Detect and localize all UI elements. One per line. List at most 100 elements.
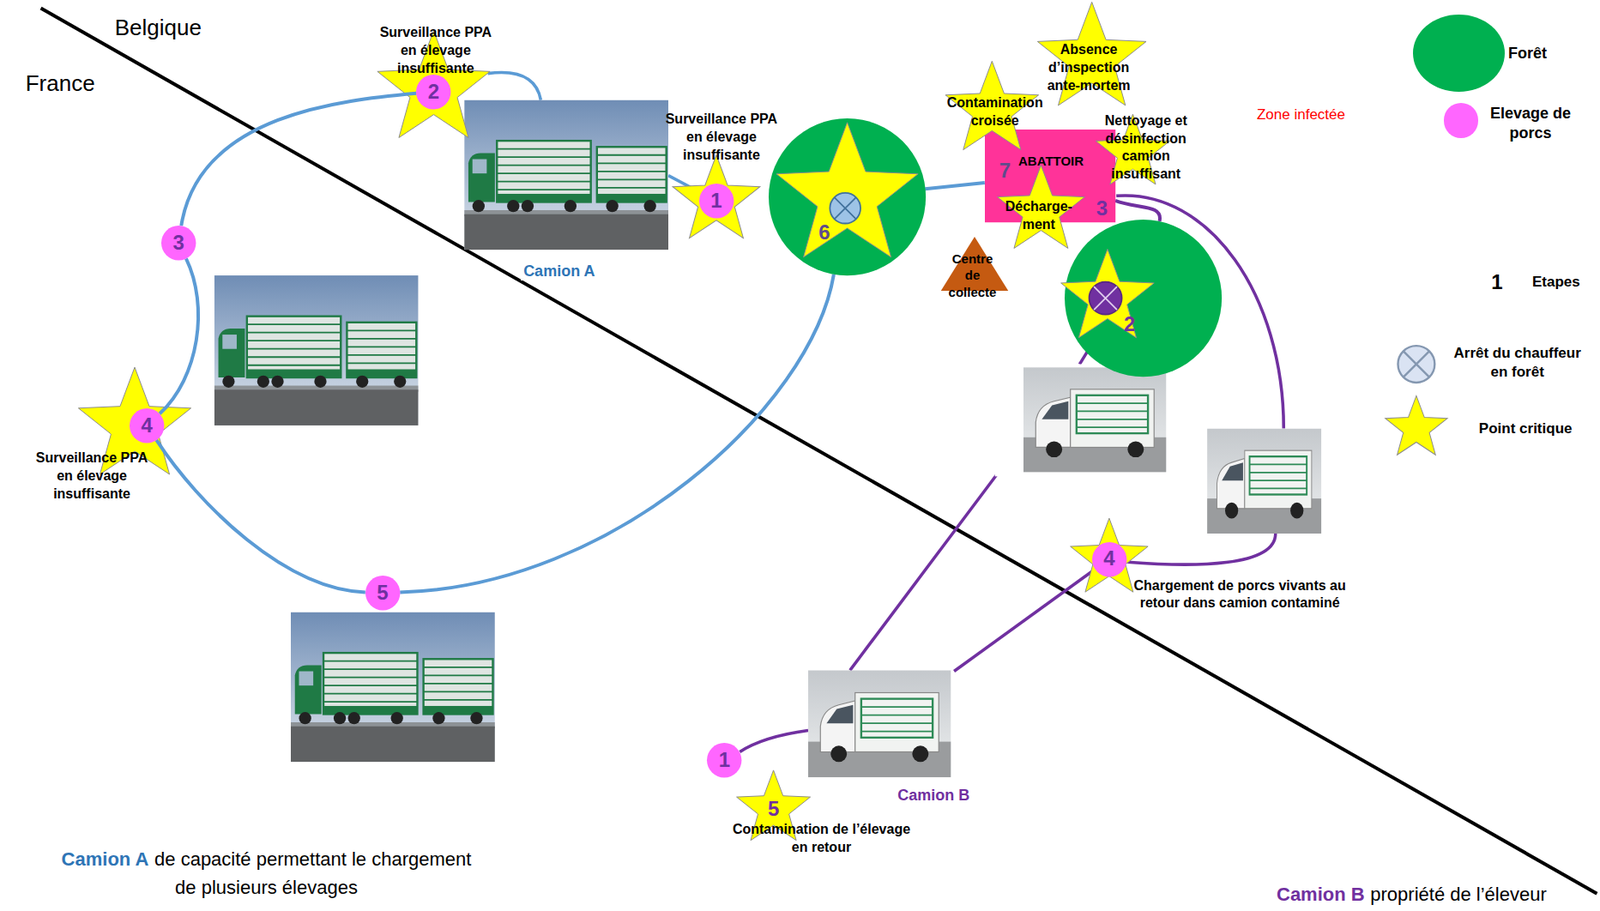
forest: 6 (768, 118, 926, 276)
critical-point-note: Surveillance PPA en élevage insuffisante (374, 24, 497, 78)
legend-label-holder: Etapes (1532, 272, 1581, 292)
slaughterhouse-label-holder: 7 (999, 158, 1011, 184)
infected-zone-label: Zone infectée (1256, 106, 1346, 124)
truck-name-holder: Camion B (894, 786, 973, 806)
critical-point-note-holder: Contamination croisée (943, 94, 1047, 131)
forest-shape-part (1093, 286, 1117, 310)
pig-farm-label: 4 (141, 413, 153, 439)
truck-name: Camion A (520, 262, 598, 282)
truck-photo (290, 612, 496, 763)
critical-point-note: Surveillance PPA en élevage insuffisante (660, 110, 783, 164)
van-route-part (739, 730, 809, 753)
forest-shape-part (776, 122, 918, 258)
pig-farm-label: 1 (710, 188, 722, 214)
truck-name-holder: Camion A (520, 262, 598, 282)
legend-label-holder: Point critique (1479, 419, 1573, 439)
forest-shape (1064, 219, 1222, 377)
country-name-holder: France (25, 70, 96, 97)
legend-sample-number-holder: 1 (1491, 270, 1503, 296)
critical-point-note: Surveillance PPA en élevage insuffisante (30, 449, 153, 503)
critical-point-note-holder: Absence d’inspection ante-mortem (1041, 41, 1136, 95)
legend-label: Point critique (1479, 419, 1573, 439)
pig-farm: 2 (416, 74, 451, 109)
critical-point-note-holder: Surveillance PPA en élevage insuffisante (374, 24, 497, 78)
pig-farm-shape-part (416, 74, 451, 109)
critical-point-note-holder: Nettoyage et désinfection camion insuffi… (1101, 112, 1191, 184)
pig-farm-label: 3 (172, 230, 184, 256)
truck-name: Camion A (61, 848, 150, 870)
legend-label-holder: Arrêt du chauffeur en forêt (1449, 344, 1586, 382)
slaughterhouse-label: ABATTOIR (1018, 153, 1084, 170)
collection-centre-label-holder: Centre de collecte (946, 250, 998, 302)
truck-description: Camion Bpropriété de l’éleveur (1276, 880, 1547, 909)
legend-label: Arrêt du chauffeur en forêt (1449, 344, 1586, 382)
legend-sample-number: 1 (1491, 270, 1503, 296)
forest-label-holder: 6 (818, 220, 830, 246)
pig-farm-shape-part (706, 742, 742, 778)
slaughterhouse-label-holder: ABATTOIR (1018, 153, 1084, 170)
legend-label: Forêt (1508, 43, 1547, 64)
pig-farm-label-holder: 4 (1103, 546, 1115, 572)
forest-label: 6 (818, 220, 830, 246)
critical-point-note-holder: Contamination de l’élevage en retour (727, 821, 915, 858)
van-route-part (953, 569, 1095, 672)
truck-description: Camion Ade capacité permettant le charge… (54, 845, 479, 902)
forest-shape (768, 118, 926, 276)
legend-label-holder: Elevage de porcs (1482, 103, 1579, 143)
country-name: France (25, 70, 96, 97)
legend-stop-symbol-part (1403, 350, 1430, 377)
legend-label: Etapes (1532, 272, 1581, 292)
pig-farm: 4 (129, 408, 164, 443)
critical-point-note: Absence d’inspection ante-mortem (1041, 41, 1136, 95)
critical-point-note: Nettoyage et désinfection camion insuffi… (1101, 112, 1191, 184)
critical-point-note-holder: Surveillance PPA en élevage insuffisante (30, 449, 153, 503)
pig-farm: 1 (699, 183, 734, 218)
critical-point-note: Contamination croisée (943, 94, 1047, 131)
critical-point-note-holder: Surveillance PPA en élevage insuffisante (660, 110, 783, 164)
truck-route-part (488, 72, 542, 100)
callout-number: 5 (767, 796, 779, 822)
critical-point-note: Chargement de porcs vivants au retour da… (1127, 577, 1353, 614)
van-photo (808, 670, 952, 778)
forest-shape-part (833, 197, 856, 219)
forest-shape-part (1088, 281, 1122, 314)
forest-label-holder: 2 (1123, 312, 1136, 338)
border-line (41, 8, 1598, 894)
photo-frame (995, 364, 1195, 477)
collection-centre: Centre de collecte (936, 236, 1011, 308)
pig-farm: 1 (706, 742, 742, 778)
truck-photo (464, 100, 669, 251)
route-line (924, 182, 985, 189)
pig-farm-label: 5 (376, 580, 388, 606)
truck-photo (214, 275, 419, 426)
pig-farm-label: 2 (428, 79, 440, 105)
van-route-part (850, 474, 997, 671)
slaughterhouse-label: 7 (999, 158, 1011, 184)
critical-star (672, 155, 761, 239)
country-name-holder: Belgique (114, 14, 202, 42)
slaughterhouse-label: 3 (1096, 196, 1108, 222)
legend-swatch (1443, 102, 1479, 138)
pig-farm-label-holder: 3 (172, 230, 184, 256)
critical-star (1037, 1, 1147, 105)
critical-point-note-holder: Chargement de porcs vivants au retour da… (1127, 577, 1353, 614)
pig-farm-shape-part (161, 225, 196, 260)
truck-name: Camion B (894, 786, 973, 806)
legend-label: Elevage de porcs (1482, 103, 1579, 143)
critical-point-note-holder: Décharge- ment (1002, 198, 1076, 235)
forest-shape-part (829, 193, 861, 224)
infected-zone-shape-part (682, 34, 1455, 405)
legend-swatch (1412, 14, 1505, 92)
route-line (1115, 200, 1160, 222)
callout-number-holder: 5 (767, 796, 779, 822)
pig-farm: 3 (161, 225, 196, 260)
slaughterhouse-label-holder: 3 (1096, 196, 1108, 222)
pig-farm-label-holder: 4 (141, 413, 153, 439)
collection-centre-label: Centre de collecte (946, 250, 998, 302)
van-route-part (1127, 533, 1275, 565)
legend-star (1385, 395, 1448, 455)
route-line (156, 440, 365, 593)
forest-shape-part (768, 118, 926, 276)
van-photo (1023, 367, 1167, 472)
